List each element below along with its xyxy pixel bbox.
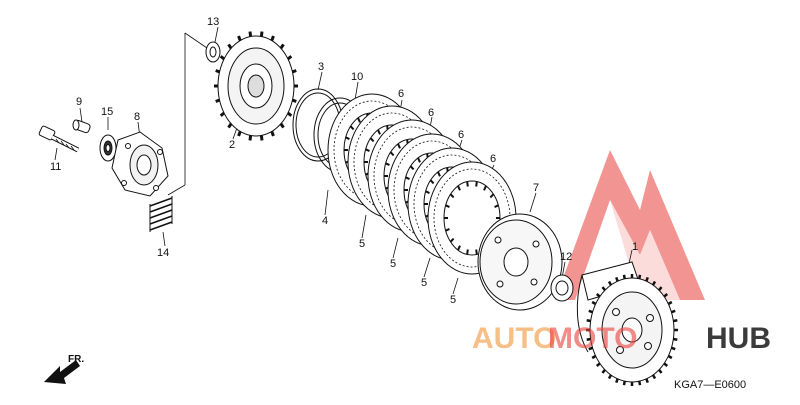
label-part-11: 11 [50,161,61,173]
gear-tooth [291,69,297,74]
outer-tooth [615,378,619,384]
label-part-7: 7 [533,182,539,194]
gear-tooth [248,31,253,37]
outer-tooth [622,274,626,280]
gear-tooth [279,122,285,129]
gear-tooth [270,130,275,137]
circlip-part-12 [550,274,574,302]
label-part-8: 8 [134,111,140,123]
gear-tooth [279,43,285,50]
watermark-word-left: AUTO [472,322,556,355]
watermark-logo [555,150,705,300]
label-part-5c: 5 [421,277,427,289]
gear-tooth [270,35,275,42]
outer-tooth [601,369,606,374]
label-part-6c: 6 [458,129,464,141]
part-labels: 1 2 3 4 5 5 5 5 6 6 6 6 7 8 9 10 11 12 1… [50,16,638,306]
outer-tooth [663,362,669,367]
gear-tooth [219,111,225,117]
spring-part-14 [149,196,173,232]
gear-tooth [259,135,264,141]
outer-tooth [638,380,642,386]
outer-tooth [586,337,591,341]
gear-tooth [259,31,264,37]
outer-tooth [667,300,673,306]
gear-tooth [237,130,242,137]
label-part-5a: 5 [359,238,365,250]
outer-tooth [595,293,601,298]
outer-tooth [645,378,649,384]
label-part-12: 12 [560,251,572,263]
outer-tooth [588,346,593,351]
lifter-plate-part-8 [111,131,169,197]
label-part-9: 9 [76,96,82,108]
gear-tooth [227,43,233,50]
outer-tooth [586,319,591,323]
outer-tooth [667,354,673,360]
outer-tooth [658,286,663,291]
outer-tooth [651,280,657,286]
pin-part-9 [72,119,91,134]
label-part-5d: 5 [450,294,456,306]
outer-tooth [645,276,649,282]
label-part-10: 10 [351,71,363,83]
outer-tooth [601,286,606,291]
gear-tooth [215,69,221,74]
clutch-outer-part-1 [576,261,678,386]
label-part-3: 3 [318,61,324,73]
leader-lines [54,26,633,295]
label-part-6a: 6 [398,88,404,100]
outer-tooth [595,362,601,367]
gear-tooth [227,122,233,129]
outer-tooth [673,337,678,341]
outer-tooth [658,369,663,374]
label-part-5b: 5 [390,258,396,270]
pressure-plate-part-7 [477,213,563,311]
clutch-plate-stack [327,93,517,275]
gear-tooth [287,55,293,61]
gear-tooth [237,35,242,42]
gear-tooth [215,98,221,103]
outer-tooth [663,293,669,298]
label-part-1: 1 [632,241,638,253]
gear-tooth [219,55,225,61]
diagram-code: KGA7—E0600 [674,379,746,391]
clutch-center-part-2 [214,31,298,141]
label-part-13: 13 [207,16,219,28]
gear-tooth [287,111,293,117]
outer-tooth [622,380,626,386]
outer-tooth [671,346,676,351]
front-arrow-icon [44,360,80,384]
label-part-6d: 6 [490,153,496,165]
gear-tooth [291,98,297,103]
outer-tooth [588,309,593,314]
label-part-14: 14 [157,247,169,259]
watermark-text: AUTO MOTO HUB [472,322,771,355]
outer-tooth [615,276,619,282]
outer-tooth [651,374,657,380]
gear-tooth [248,135,253,141]
label-part-2: 2 [229,139,235,151]
outer-tooth [607,374,613,380]
bolt-part-11 [38,125,80,153]
outer-tooth [607,280,613,286]
outer-tooth [591,354,597,360]
outer-tooth [638,274,642,280]
washer-part-13 [205,41,221,63]
watermark-word-mid: MOTO [548,322,637,355]
bearing-part-15 [99,134,117,162]
watermark-word-right: HUB [706,322,771,355]
label-part-4: 4 [322,215,328,227]
outer-tooth [673,319,678,323]
label-part-6b: 6 [428,107,434,119]
outer-tooth [671,309,676,314]
front-marker-label: FR. [68,354,84,365]
label-part-15: 15 [101,106,113,118]
outer-tooth [591,300,597,306]
